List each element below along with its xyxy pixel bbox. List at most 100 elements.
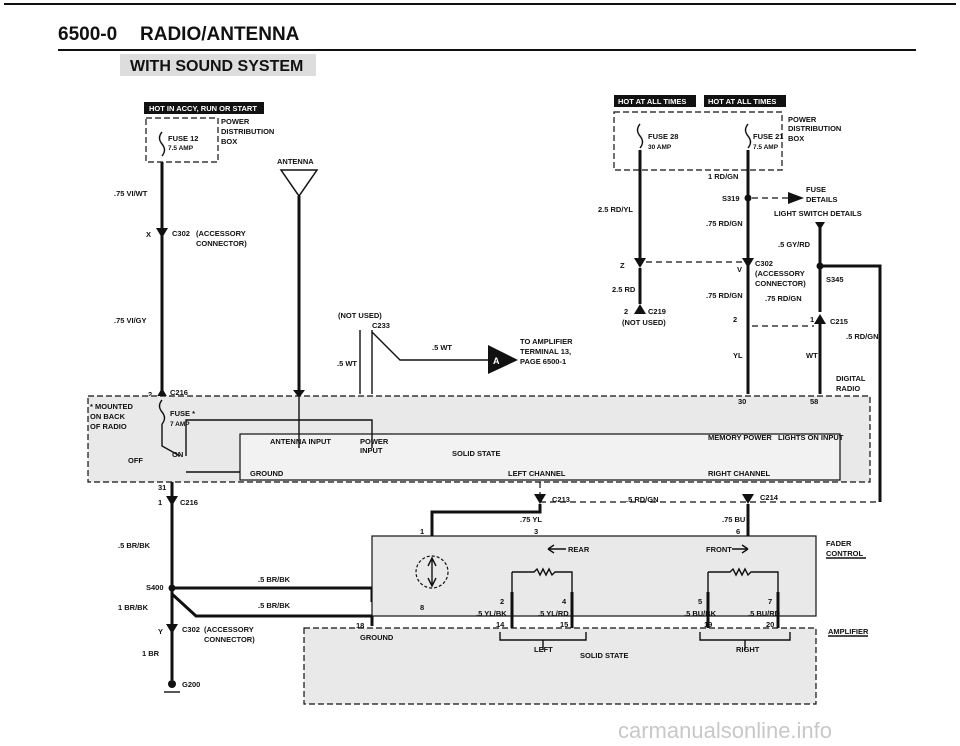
- banner-hot-accy: HOT IN ACCY, RUN OR START: [149, 104, 257, 113]
- c302-z-connector: [634, 258, 646, 268]
- c214-label: C214: [760, 493, 779, 502]
- pdb-left-l3: BOX: [221, 137, 237, 146]
- amp-right-bracket: [699, 632, 791, 650]
- banner-right2-bg: [704, 95, 786, 107]
- c216-bottom-label: C216: [180, 498, 198, 507]
- radio-inner: [239, 433, 841, 481]
- wire-rd-yl-label: 2.5 RD/YL: [598, 205, 633, 214]
- pin-y: Y: [158, 627, 163, 636]
- c302-right-acc2: CONNECTOR): [755, 279, 806, 288]
- memory-power: MEMORY POWER: [708, 433, 772, 442]
- wire-wt-1: .5 WT: [432, 343, 452, 352]
- power-label: POWER: [360, 437, 389, 446]
- mounted-2: ON BACK: [90, 412, 126, 421]
- fader-front: FRONT: [706, 545, 732, 554]
- fader-pin-1: 1: [420, 527, 424, 536]
- fuse-12-symbol: [158, 131, 166, 157]
- fader-rear: REAR: [568, 545, 590, 554]
- wire-gy-rd-label: .5 GY/RD: [778, 240, 811, 249]
- radio-label: RADIO: [836, 384, 860, 393]
- page-code: 6500-0: [58, 24, 117, 45]
- switch-on: ON: [172, 450, 183, 459]
- fader-pin-8: 8: [420, 603, 424, 612]
- amp-pin-14: 14: [496, 620, 505, 629]
- fuse-21-symbol: [744, 123, 752, 149]
- pin-30: 30: [738, 397, 746, 406]
- c216-top-label: C216: [170, 388, 188, 397]
- wire-br-bk-bottom: [170, 592, 374, 626]
- wire-rd-gn-amp: [539, 482, 880, 503]
- c302-left-acc2: CONNECTOR): [196, 239, 247, 248]
- radio-internal-feed: [161, 419, 373, 457]
- pdb-right-l1: POWER: [788, 115, 817, 124]
- fader-pin-3: 3: [534, 527, 538, 536]
- fuse-28-symbol: [636, 123, 644, 149]
- pin-31: 31: [158, 483, 166, 492]
- ls-arrow: [815, 222, 825, 230]
- fuse-details-arrow: [788, 192, 804, 204]
- wire-rd-gn-amp-label: .5 RD/GN: [626, 495, 659, 504]
- wire-br-bk-top: [172, 586, 374, 602]
- fader-front-arrow: [732, 544, 749, 554]
- banner-hot-always-1: HOT AT ALL TIMES: [618, 97, 686, 106]
- radio-fuse-symbol: [158, 399, 166, 425]
- c216-bottom-pin: 1: [158, 498, 162, 507]
- amp-right: RIGHT: [736, 645, 760, 654]
- c214-connector: [742, 494, 754, 504]
- fader-arrow: [427, 556, 437, 588]
- wire-vi-gy: .75 VI/GY: [114, 316, 147, 325]
- fader-resistor-right: [707, 567, 779, 592]
- switch-off: OFF: [128, 456, 143, 465]
- wire-br-bk-4: 1 BR/BK: [118, 603, 149, 612]
- wire-rd-gn-5: .5 RD/GN: [846, 332, 879, 341]
- fuse-21-label: FUSE 21: [753, 132, 783, 141]
- amp-badge-arrow: [488, 345, 518, 374]
- c215-label: C215: [830, 317, 848, 326]
- amp-note-3: PAGE 6500-1: [520, 357, 566, 366]
- radio-ground: GROUND: [250, 469, 284, 478]
- fuse-details-2: DETAILS: [806, 195, 838, 204]
- wire-rd-gn-1: 1 RD/GN: [708, 172, 738, 181]
- wire-br-bk-2: .5 BR/BK: [258, 575, 291, 584]
- amp-pin-7: 7: [768, 597, 772, 606]
- c302-left-acc1: (ACCESSORY: [196, 229, 246, 238]
- pdb-right-l2: DISTRIBUTION: [788, 124, 841, 133]
- amp-ground: GROUND: [360, 633, 394, 642]
- left-channel: LEFT CHANNEL: [508, 469, 566, 478]
- radio-fuse-label: FUSE *: [170, 409, 195, 418]
- amp-badge-letter: A: [493, 356, 500, 366]
- c215-pin-1: 1: [810, 315, 814, 324]
- watermark: carmanualsonline.info: [618, 718, 832, 743]
- amp-pin-19: 19: [704, 620, 712, 629]
- fader-label-2: CONTROL: [826, 549, 863, 558]
- banner-hot-always-2: HOT AT ALL TIMES: [708, 97, 776, 106]
- pdb-left-box: [145, 117, 219, 163]
- right-channel: RIGHT CHANNEL: [708, 469, 770, 478]
- amp-label: AMPLIFIER: [828, 627, 869, 636]
- pin-c216-2: 2: [148, 390, 152, 399]
- mounted-1: * MOUNTED: [90, 402, 134, 411]
- wire-rd-gn-4: .75 RD/GN: [765, 294, 802, 303]
- fader-box: [371, 535, 817, 617]
- s319-label: S319: [722, 194, 740, 203]
- banner-left-bg: [144, 102, 264, 114]
- fader-knob: [415, 555, 449, 589]
- amp-left: LEFT: [534, 645, 553, 654]
- wire-br-bk-3: .5 BR/BK: [258, 601, 291, 610]
- c302-left-label: C302: [172, 229, 190, 238]
- pin-v: V: [737, 265, 742, 274]
- wire-yl-rd-label: .5 YL/RD: [538, 609, 569, 618]
- page-title: RADIO/ANTENNA: [140, 24, 300, 45]
- s319-splice: [744, 194, 752, 202]
- amp-pin-20: 20: [766, 620, 774, 629]
- wire-bu-bk-label: .5 BU/BK: [684, 609, 717, 618]
- pdb-right-box: [613, 111, 783, 171]
- s345-wire: [820, 264, 882, 502]
- input-label: INPUT: [360, 446, 383, 455]
- pin-c219-2: 2: [624, 307, 628, 316]
- c233-label: C233: [372, 321, 390, 330]
- banner-right1-bg: [614, 95, 696, 107]
- g200-ground: [168, 680, 176, 688]
- c219-connector: [634, 304, 646, 314]
- wire-bu75: .75 BU: [722, 515, 745, 524]
